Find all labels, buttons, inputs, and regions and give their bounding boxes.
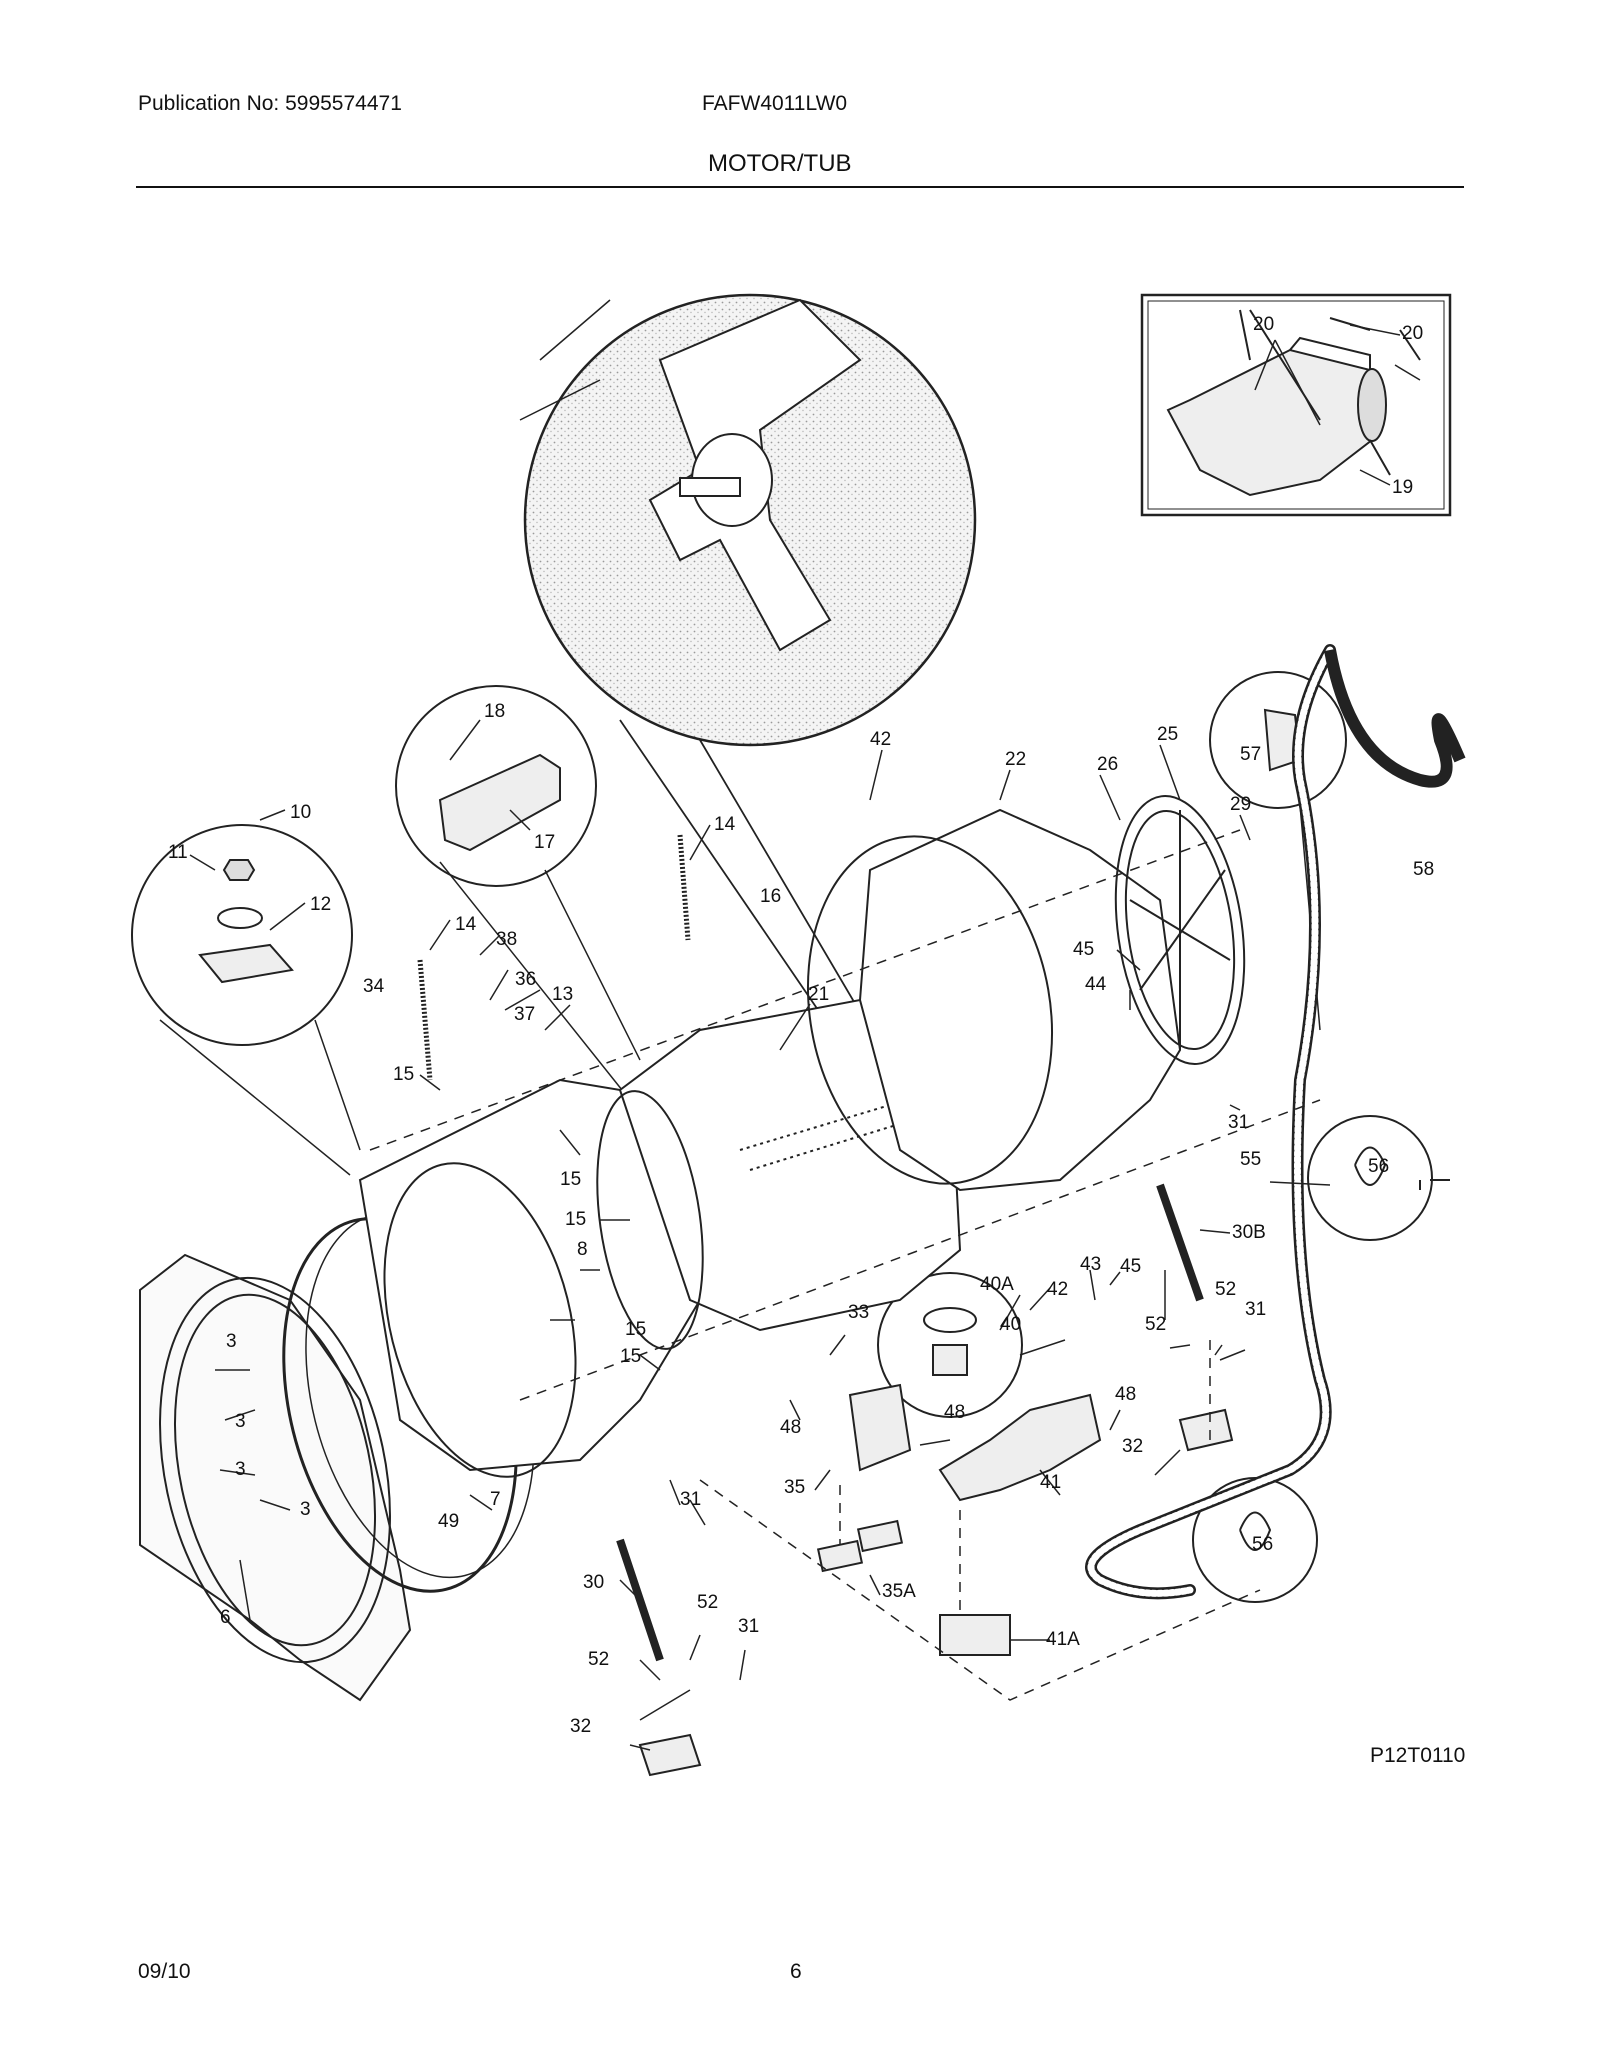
- callout-3: 3: [226, 1331, 237, 1352]
- callout-48: 48: [780, 1417, 801, 1438]
- callout-11: 11: [168, 842, 188, 863]
- callout-56: 56: [1368, 1156, 1389, 1177]
- callout-6: 6: [220, 1607, 231, 1628]
- callout-42: 42: [1047, 1279, 1068, 1300]
- callout-25: 25: [1157, 724, 1178, 745]
- foot-32-front: [638, 1733, 702, 1777]
- callout-15: 15: [393, 1064, 414, 1085]
- callout-19: 19: [1392, 477, 1413, 498]
- callout-38: 38: [496, 929, 517, 950]
- callout-37: 37: [514, 1004, 535, 1025]
- callout-8: 8: [577, 1239, 588, 1260]
- callout-44: 44: [1085, 974, 1107, 995]
- callout-20: 20: [1253, 314, 1274, 335]
- rear-tub: [858, 808, 1182, 1192]
- callout-3: 3: [235, 1411, 246, 1432]
- shock-absorber-30b: [1156, 1183, 1204, 1302]
- callout-40: 40: [1000, 1314, 1021, 1335]
- callout-31: 31: [680, 1489, 701, 1510]
- callout-31: 31: [738, 1616, 759, 1637]
- callout-32: 32: [570, 1716, 591, 1737]
- callout-32: 32: [1122, 1436, 1143, 1457]
- callout-31: 31: [1228, 1112, 1249, 1133]
- pad-35a: [816, 1539, 864, 1573]
- callout-14: 14: [714, 814, 736, 835]
- callout-30: 30: [583, 1572, 604, 1593]
- callout-29: 29: [1230, 794, 1251, 815]
- callout-33: 33: [848, 1302, 869, 1323]
- callout-52: 52: [1215, 1279, 1236, 1300]
- callout-48: 48: [944, 1402, 965, 1423]
- callout-10: 10: [290, 802, 311, 823]
- spring-14-left: [417, 959, 433, 1081]
- callout-14: 14: [455, 914, 477, 935]
- motor-shape: [1166, 348, 1374, 497]
- front-frame: [139, 1253, 412, 1702]
- callout-40A: 40A: [980, 1274, 1014, 1295]
- callout-31: 31: [1245, 1299, 1266, 1320]
- publication-number: Publication No: 5995574471: [138, 92, 402, 115]
- callout-3: 3: [235, 1459, 246, 1480]
- model-number: FAFW4011LW0: [702, 92, 848, 115]
- callout-58: 58: [1413, 859, 1434, 880]
- callout-22: 22: [1005, 749, 1026, 770]
- callout-52: 52: [588, 1649, 609, 1670]
- callout-57: 57: [1240, 744, 1261, 765]
- callout-48: 48: [1115, 1384, 1136, 1405]
- callout-15: 15: [625, 1319, 646, 1340]
- callout-35: 35: [784, 1477, 805, 1498]
- callout-7: 7: [490, 1489, 501, 1510]
- foot-32-rear: [1178, 1408, 1234, 1452]
- callout-16: 16: [760, 886, 781, 907]
- callout-18: 18: [484, 701, 505, 722]
- callout-52: 52: [697, 1592, 718, 1613]
- callout-42: 42: [870, 729, 891, 750]
- callout-45: 45: [1120, 1256, 1141, 1277]
- callout-12: 12: [310, 894, 331, 915]
- header-rule: [136, 186, 1464, 188]
- callout-43: 43: [1080, 1254, 1101, 1275]
- callout-34: 34: [363, 976, 385, 997]
- footer-page-number: 6: [790, 1960, 802, 1983]
- drive-pulley: [1114, 795, 1246, 1065]
- callout-15: 15: [620, 1346, 641, 1367]
- callout-21: 21: [808, 984, 829, 1005]
- callout-3: 3: [300, 1499, 311, 1520]
- section-title: MOTOR/TUB: [708, 150, 852, 177]
- callout-30B: 30B: [1232, 1222, 1266, 1243]
- callout-55: 55: [1240, 1149, 1261, 1170]
- callout-41: 41: [1040, 1472, 1061, 1493]
- block-41a: [939, 1614, 1011, 1656]
- callout-20: 20: [1402, 323, 1423, 344]
- front-tub-half: [358, 1078, 702, 1472]
- callout-15: 15: [565, 1209, 586, 1230]
- inner-drum: [618, 998, 962, 1332]
- callout-52: 52: [1145, 1314, 1166, 1335]
- drawing-code: P12T0110: [1370, 1744, 1466, 1767]
- callout-49: 49: [438, 1511, 459, 1532]
- callout-45: 45: [1073, 939, 1094, 960]
- callout-26: 26: [1097, 754, 1118, 775]
- callout-13: 13: [552, 984, 573, 1005]
- callout-36: 36: [515, 969, 536, 990]
- callout-35A: 35A: [882, 1581, 916, 1602]
- callout-17: 17: [534, 832, 555, 853]
- callout-41A: 41A: [1046, 1629, 1080, 1650]
- pump-housing: [938, 1393, 1102, 1502]
- callout-15: 15: [560, 1169, 581, 1190]
- callout-56: 56: [1252, 1534, 1273, 1555]
- clamp-detail-circle-upper: [1307, 1115, 1433, 1241]
- nut-washer-detail-circle: [131, 824, 353, 1046]
- motor-inset-box: [1140, 293, 1452, 517]
- spring-14-right: [677, 834, 691, 941]
- footer-date: 09/10: [138, 1960, 191, 1983]
